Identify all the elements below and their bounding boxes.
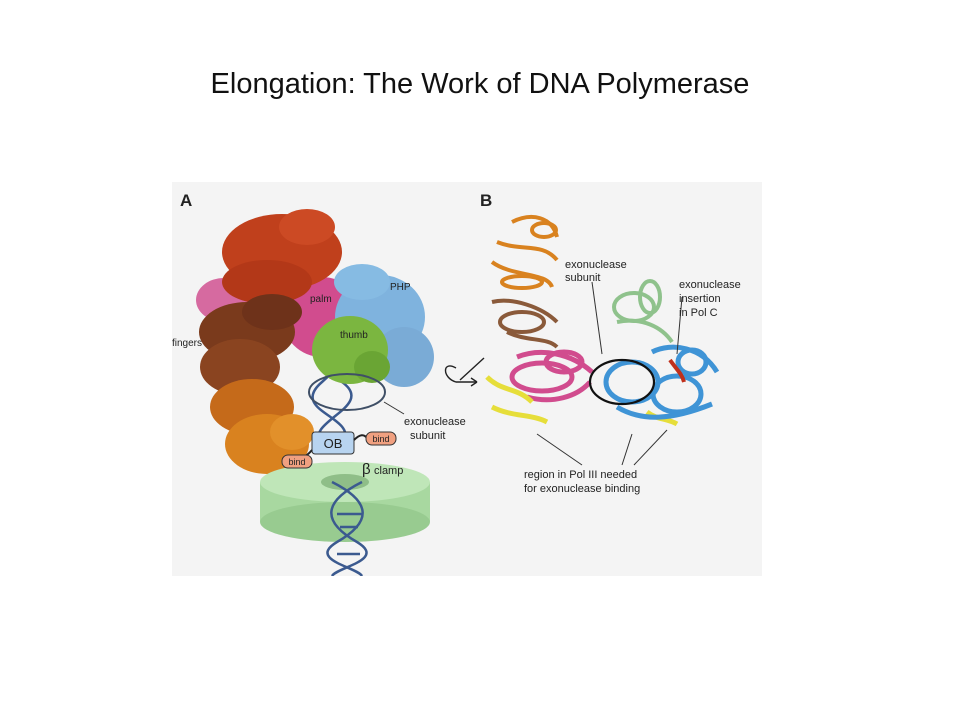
red-domain (222, 209, 342, 304)
exo-insertion-line2: insertion (679, 293, 721, 305)
panel-b: B (480, 191, 741, 495)
bind-left-label: bind (288, 457, 305, 467)
clamp-label: clamp (374, 465, 403, 477)
panel-b-letter: B (480, 191, 492, 210)
rotation-arrow (444, 357, 485, 387)
insertion-loop (668, 358, 686, 383)
php-label: PHP (390, 282, 411, 293)
bind-right-label: bind (372, 434, 389, 444)
exo-subunit-line2: subunit (565, 272, 600, 284)
slide-title: Elongation: The Work of DNA Polymerase (210, 68, 750, 100)
dna-helix-lower (326, 480, 368, 576)
beta-symbol: β (362, 461, 371, 478)
panel-b-leaders (536, 281, 683, 466)
brown-ribbons (491, 298, 559, 349)
bind-tag-right: bind (353, 431, 397, 446)
region-line2: for exonuclease binding (524, 483, 640, 495)
highlight-circle (588, 358, 656, 406)
palm-label: palm (310, 294, 332, 305)
fingers-label: fingers (172, 338, 202, 349)
ob-label: OB (324, 436, 343, 451)
green-ribbons (612, 279, 674, 344)
bind-tag-left: bind (281, 449, 313, 469)
figure-panel: A (172, 182, 762, 576)
panel-a: A (172, 191, 466, 576)
thumb-label: thumb (340, 330, 368, 341)
blue-ribbons (603, 344, 720, 420)
exonuclease-leader (383, 401, 405, 415)
exonuclease-label-line2: subunit (410, 430, 445, 442)
exo-insertion-line1: exonuclease (679, 279, 741, 291)
exo-insertion-line3: in Pol C (679, 307, 718, 319)
ob-domain: OB (311, 431, 355, 455)
orange-ribbons (490, 215, 559, 290)
exonuclease-label-line1: exonuclease (404, 416, 466, 428)
region-line1: region in Pol III needed (524, 469, 637, 481)
magenta-ribbons (509, 349, 594, 403)
beta-clamp (260, 462, 430, 542)
exonuclease-loop (308, 373, 386, 411)
exo-subunit-line1: exonuclease (565, 259, 627, 271)
panel-a-letter: A (180, 191, 192, 210)
figure-illustration: A (172, 191, 741, 576)
